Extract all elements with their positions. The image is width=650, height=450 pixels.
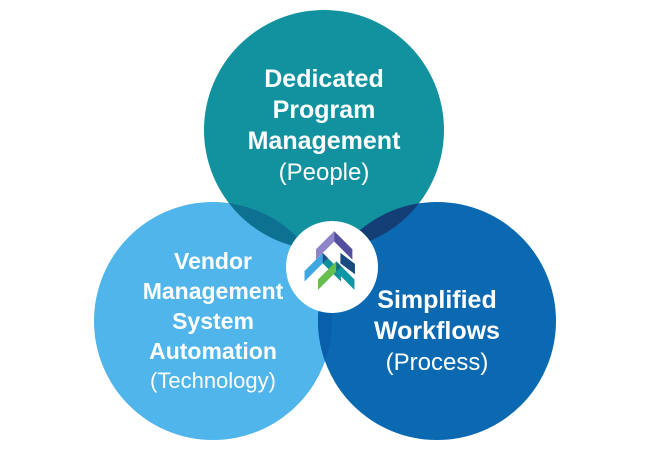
process-title-line-2: Workflows bbox=[374, 317, 500, 345]
process-subtitle: (Process) bbox=[385, 349, 489, 376]
logo-navy-arm bbox=[340, 252, 355, 275]
circle-label-people: Dedicated Program Management (People) bbox=[194, 64, 454, 188]
logo-lightblue-arm bbox=[304, 252, 323, 282]
technology-title-line-1: Vendor bbox=[174, 248, 252, 274]
people-title-line-3: Management bbox=[247, 127, 401, 155]
people-title-line-1: Dedicated bbox=[264, 65, 384, 93]
brand-chevron-logo-icon bbox=[304, 231, 355, 290]
logo-lavender-arm bbox=[315, 231, 335, 260]
technology-title-line-4: Automation bbox=[149, 338, 277, 364]
circle-people bbox=[204, 10, 444, 250]
process-title-line-1: Simplified bbox=[377, 286, 497, 314]
logo-green-arm bbox=[318, 261, 337, 290]
technology-subtitle: (Technology) bbox=[150, 368, 276, 393]
circle-label-process: Simplified Workflows (Process) bbox=[307, 285, 567, 378]
people-title-line-2: Program bbox=[272, 96, 376, 124]
technology-title-line-2: Management bbox=[142, 278, 284, 304]
people-subtitle: (People) bbox=[278, 159, 370, 186]
circle-label-technology: Vendor Management System Automation (Tec… bbox=[83, 246, 343, 396]
logo-fold-blue bbox=[322, 252, 328, 264]
logo-purple-arm bbox=[334, 231, 353, 260]
logo-tealbright-arm bbox=[336, 261, 355, 290]
logo-fold-teal bbox=[336, 261, 342, 272]
circle-technology bbox=[94, 202, 332, 440]
technology-title-line-3: System bbox=[172, 308, 254, 334]
